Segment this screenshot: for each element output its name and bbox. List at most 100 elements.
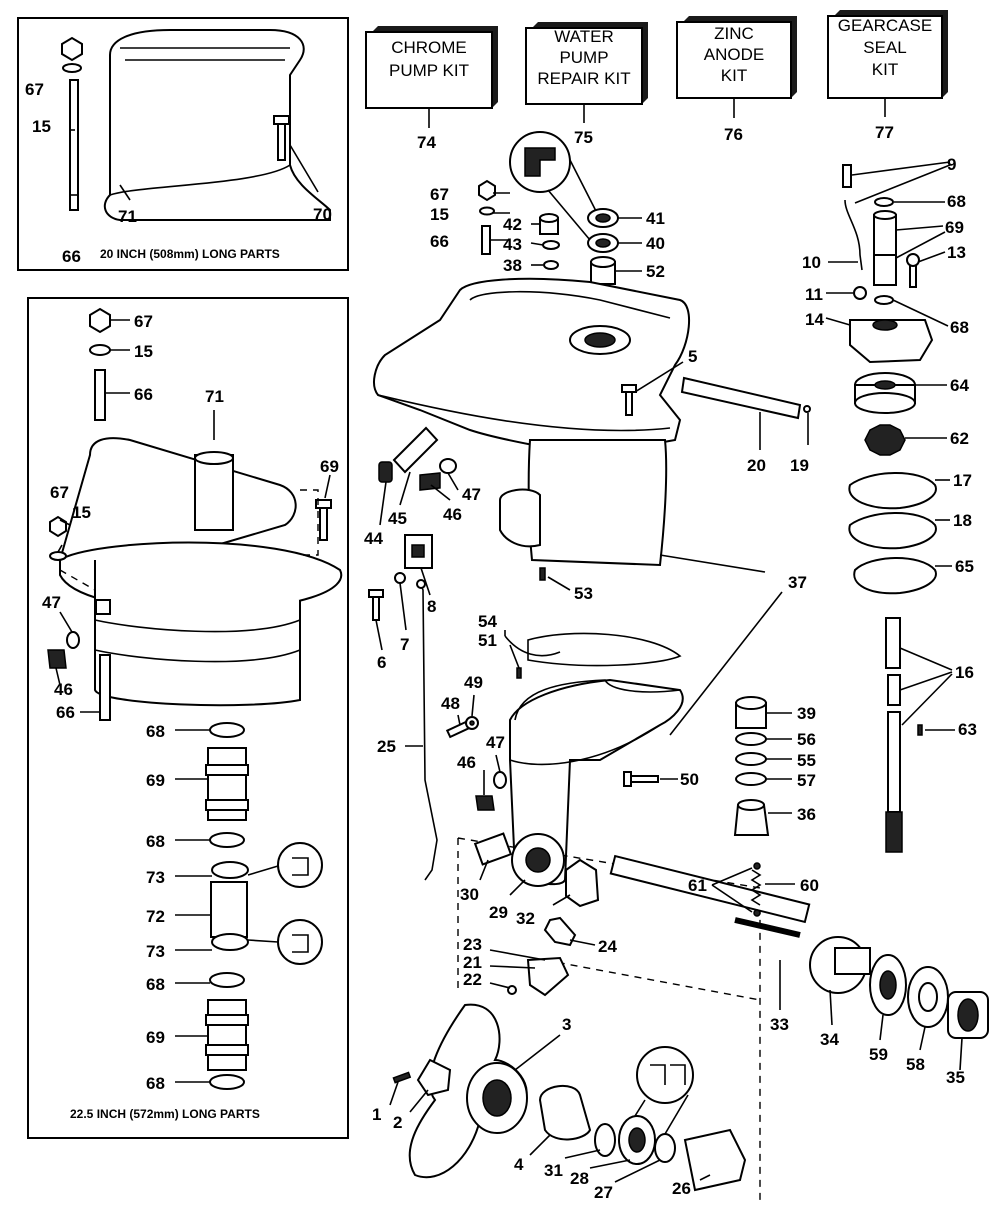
callout-25: 25 <box>377 737 396 756</box>
right-water-pump-group: 9 68 69 10 13 11 14 68 64 62 17 18 65 16… <box>733 155 977 853</box>
callout-2: 2 <box>393 1113 402 1132</box>
callout-66: 66 <box>430 232 449 251</box>
callout-56: 56 <box>797 730 816 749</box>
callout-13: 13 <box>947 243 966 262</box>
callout-63: 63 <box>958 720 977 739</box>
kit-water-pump: WATER PUMP REPAIR KIT 75 <box>525 22 648 147</box>
callout-47: 47 <box>462 485 481 504</box>
callout-68: 68 <box>146 832 165 851</box>
callout-4: 4 <box>514 1155 524 1174</box>
box-22-5-inch-parts: 67 15 66 71 69 67 15 47 46 66 68 69 68 7… <box>27 297 349 1139</box>
callout-68: 68 <box>146 1074 165 1093</box>
callout-26: 26 <box>672 1179 691 1198</box>
callout-55: 55 <box>797 751 816 770</box>
callout-50: 50 <box>680 770 699 789</box>
callout-59: 59 <box>869 1045 888 1064</box>
callout-67: 67 <box>430 185 449 204</box>
callout-60: 60 <box>800 876 819 895</box>
callout-52: 52 <box>646 262 665 281</box>
kit-76-line-3: KIT <box>721 66 747 85</box>
callout-5: 5 <box>688 347 697 366</box>
callout-76: 76 <box>724 125 743 144</box>
callout-69: 69 <box>146 1028 165 1047</box>
callout-15: 15 <box>134 342 153 361</box>
callout-20: 20 <box>747 456 766 475</box>
callout-66: 66 <box>56 703 75 722</box>
callout-69: 69 <box>146 771 165 790</box>
callout-29: 29 <box>489 903 508 922</box>
callout-74: 74 <box>417 133 436 152</box>
callout-41: 41 <box>646 209 665 228</box>
callout-58: 58 <box>906 1055 925 1074</box>
callout-15: 15 <box>32 117 51 136</box>
tube-stack-upper <box>205 722 323 1090</box>
callout-67: 67 <box>25 80 44 99</box>
callout-47: 47 <box>486 733 505 752</box>
kit-zinc-anode: ZINC ANODE KIT 76 <box>676 16 797 144</box>
kit-74-line-1: CHROME <box>391 38 467 57</box>
callout-66: 66 <box>134 385 153 404</box>
kit-76-line-1: ZINC <box>714 24 754 43</box>
kit-74-line-2: PUMP KIT <box>389 61 469 80</box>
callout-46: 46 <box>54 680 73 699</box>
callout-53: 53 <box>574 584 593 603</box>
callout-67: 67 <box>50 483 69 502</box>
callout-34: 34 <box>820 1030 839 1049</box>
callout-46: 46 <box>443 505 462 524</box>
callout-17: 17 <box>953 471 972 490</box>
callout-28: 28 <box>570 1169 589 1188</box>
callout-64: 64 <box>950 376 969 395</box>
left-box-leaders <box>55 410 331 1083</box>
callout-9: 9 <box>947 155 956 174</box>
kit-75-line-2: PUMP <box>559 48 608 67</box>
callout-49: 49 <box>464 673 483 692</box>
callout-68: 68 <box>146 722 165 741</box>
kit-75-line-1: WATER <box>554 27 614 46</box>
left-box-caption: 22.5 INCH (572mm) LONG PARTS <box>70 1107 260 1121</box>
main-gearcase-assembly: 67 15 66 42 43 38 41 40 52 5 20 19 44 45… <box>364 131 989 1202</box>
callout-65: 65 <box>955 557 974 576</box>
callout-68: 68 <box>146 975 165 994</box>
callout-67: 67 <box>134 312 153 331</box>
callout-71: 71 <box>118 207 137 226</box>
callout-1: 1 <box>372 1105 381 1124</box>
callout-77: 77 <box>875 123 894 142</box>
callout-32: 32 <box>516 909 535 928</box>
kit-boxes: CHROME PUMP KIT 74 WATER PUMP REPAIR KIT… <box>365 10 948 152</box>
callout-6: 6 <box>377 653 386 672</box>
top-box-caption: 20 INCH (508mm) LONG PARTS <box>100 247 280 261</box>
callout-3: 3 <box>562 1015 571 1034</box>
callout-7: 7 <box>400 635 409 654</box>
callout-37: 37 <box>788 573 807 592</box>
callout-51: 51 <box>478 631 497 650</box>
callout-36: 36 <box>797 805 816 824</box>
callout-42: 42 <box>503 215 522 234</box>
callout-73: 73 <box>146 868 165 887</box>
callout-39: 39 <box>797 704 816 723</box>
callout-66: 66 <box>62 247 81 266</box>
callout-71: 71 <box>205 387 224 406</box>
callout-45: 45 <box>388 509 407 528</box>
callout-31: 31 <box>544 1161 563 1180</box>
kit-77-line-1: GEARCASE <box>838 16 932 35</box>
callout-62: 62 <box>950 429 969 448</box>
callout-70: 70 <box>313 205 332 224</box>
callout-27: 27 <box>594 1183 613 1202</box>
callout-48: 48 <box>441 694 460 713</box>
callout-18: 18 <box>953 511 972 530</box>
callout-35: 35 <box>946 1068 965 1087</box>
callout-21: 21 <box>463 953 482 972</box>
callout-15: 15 <box>430 205 449 224</box>
callout-69: 69 <box>320 457 339 476</box>
kit-75-line-3: REPAIR KIT <box>537 69 630 88</box>
callout-57: 57 <box>797 771 816 790</box>
callout-33: 33 <box>770 1015 789 1034</box>
box-20-inch-parts: 67 15 66 71 70 20 INCH (508mm) LONG PART… <box>17 17 349 271</box>
callout-47: 47 <box>42 593 61 612</box>
callout-61: 61 <box>688 876 707 895</box>
callout-54: 54 <box>478 612 497 631</box>
callout-8: 8 <box>427 597 436 616</box>
callout-46: 46 <box>457 753 476 772</box>
callout-69: 69 <box>945 218 964 237</box>
